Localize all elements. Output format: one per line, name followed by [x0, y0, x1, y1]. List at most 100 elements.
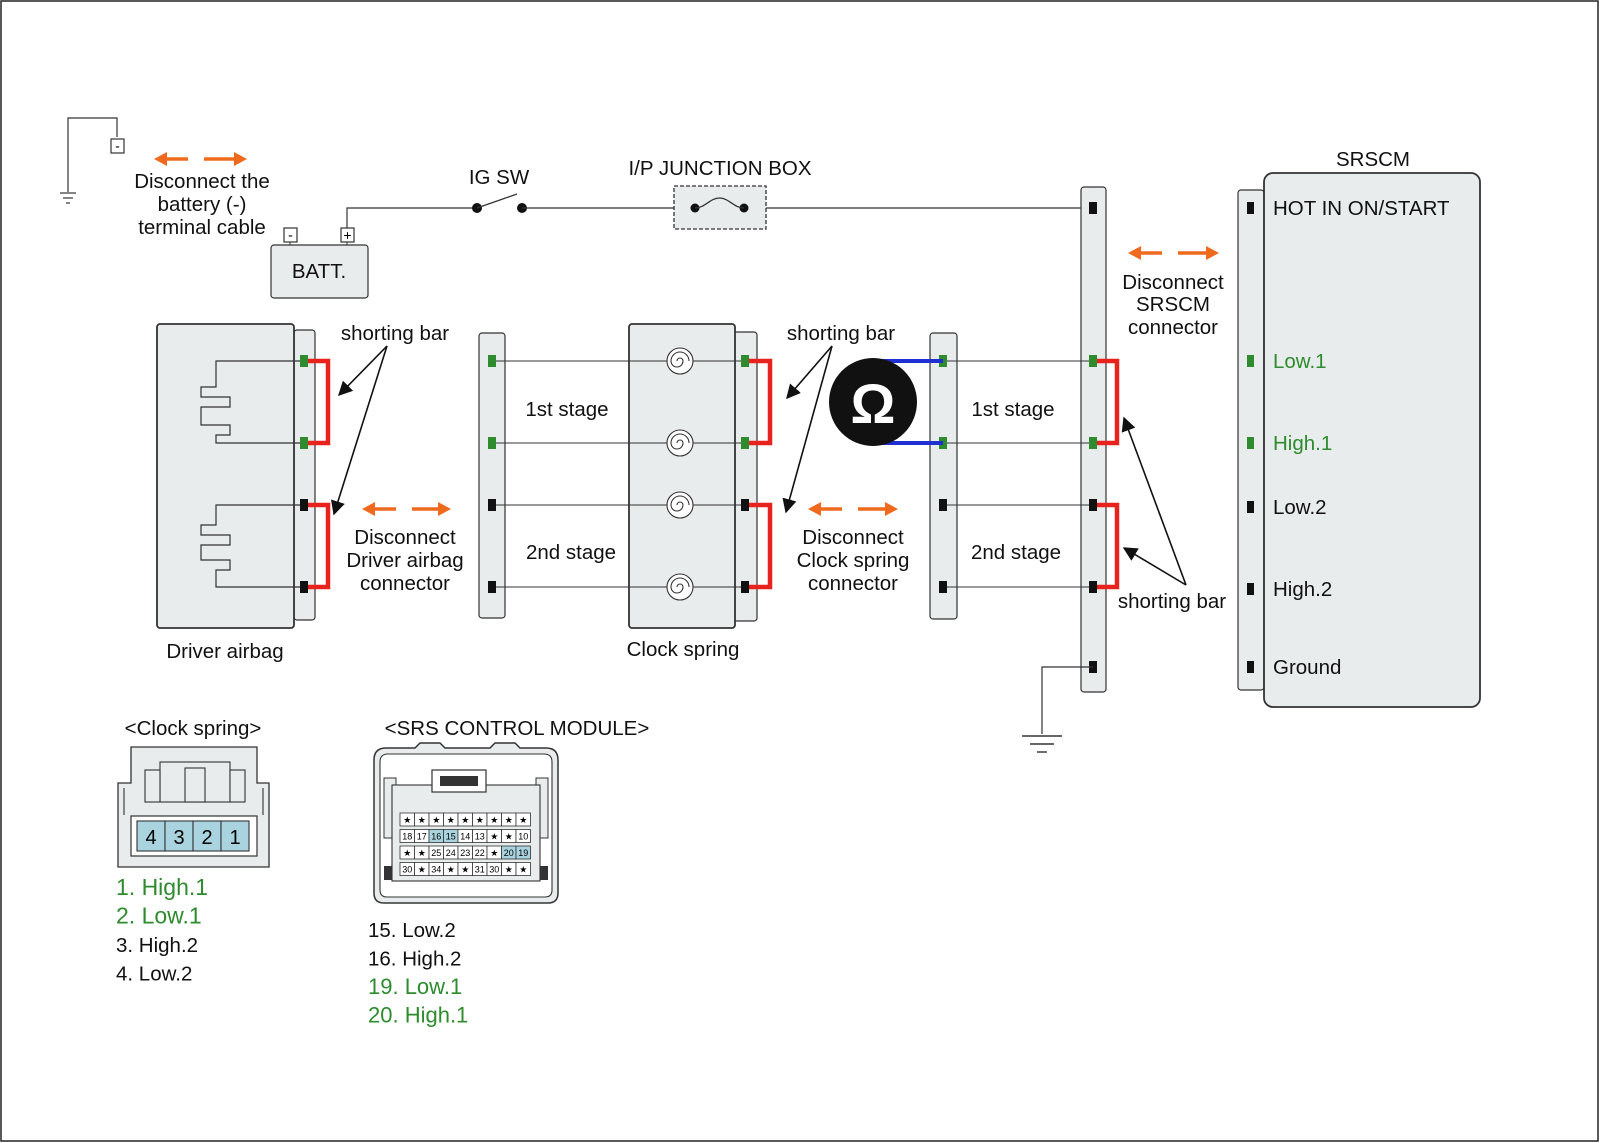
shorting-bar-arrow-1b: [331, 345, 388, 516]
srscm-title: SRSCM: [1336, 148, 1410, 171]
harness-wires: [300, 202, 1120, 673]
battery-note-line3: terminal cable: [138, 216, 266, 239]
battery: - + BATT.: [270, 227, 369, 299]
stage1-label-right: 1st stage: [971, 398, 1054, 421]
cs-right-pin-3: [741, 499, 749, 511]
srscm-disconnect-line2: SRSCM: [1136, 293, 1210, 316]
srs-latch-detail: [440, 776, 478, 786]
srscm-disconnect-arrows-icon: [1128, 246, 1219, 260]
stage1-label-left: 1st stage: [525, 398, 608, 421]
srs-cell-label-0-5: ★: [476, 815, 484, 825]
srscm-harness-pin-2: [1089, 355, 1097, 367]
shorting-bar-arrow-3a: [1121, 416, 1187, 586]
airbag-pin-2: [300, 437, 308, 449]
shorting-bar-airbag-2: [308, 502, 331, 590]
cs-left-pin-2: [488, 437, 496, 449]
neg-terminal-box: [110, 138, 125, 154]
srs-cell-label-3-5: 31: [475, 865, 485, 875]
battery-neg-terminal: -: [288, 227, 293, 243]
clock-connector-cell-label-3: 3: [173, 827, 184, 849]
shorting-bar-label-2: shorting bar: [787, 322, 895, 345]
srscm-pin-3: [1247, 437, 1254, 449]
srs-cell-label-1-5: 13: [475, 832, 485, 842]
srs-cell-label-0-6: ★: [490, 815, 498, 825]
srs-cell-label-2-2: 25: [431, 848, 441, 858]
ig-sw-label: IG SW: [469, 166, 530, 189]
srscm-harness-pin-5: [1089, 581, 1097, 593]
battery-label: BATT.: [292, 260, 346, 283]
srscm-pin-list: HOT IN ON/STARTLow.1High.1Low.2High.2Gro…: [1247, 197, 1450, 679]
srs-cell-label-0-4: ★: [461, 815, 469, 825]
srscm-pin-2: [1247, 355, 1254, 367]
clock-disconnect-arrows-icon: [808, 502, 898, 516]
srs-cell-label-3-4: ★: [461, 865, 469, 875]
srscm-pin-label-5: High.2: [1273, 578, 1332, 601]
srs-cell-label-1-3: 15: [446, 832, 456, 842]
srs-cell-label-3-0: 30: [402, 865, 412, 875]
srs-cell-label-2-3: 24: [446, 848, 456, 858]
ohmmeter: Ω: [829, 358, 943, 446]
ground-symbol-icon-2: [1022, 735, 1062, 753]
srs-cell-0-8: [515, 812, 531, 827]
clock-pin-desc-3: 3. High.2: [116, 934, 198, 957]
shorting-bar-arrow-2b: [782, 345, 833, 514]
shorting-bar-airbag-1: [308, 358, 331, 446]
cs-left-pin-1: [488, 355, 496, 367]
srscm-pin-4: [1247, 501, 1254, 513]
shorting-bar-arrow-2a: [786, 345, 833, 400]
clock-disconnect-line1: Disconnect: [802, 526, 904, 549]
srs-cell-label-1-8: 10: [518, 832, 528, 842]
srs-cell-label-0-3: ★: [447, 815, 455, 825]
srscm-harness-pin-4: [1089, 499, 1097, 511]
srs-cell-label-3-7: ★: [505, 865, 513, 875]
clock-connector-cell-label-1: 1: [229, 827, 240, 849]
srs-cell-label-3-2: 34: [431, 865, 441, 875]
shorting-bar-srscm-1: [1097, 358, 1120, 446]
clock-connector-cell-1: [220, 820, 250, 852]
srs-cell-label-2-6: ★: [490, 848, 498, 858]
clock-pin-desc-4: 4. Low.2: [116, 963, 192, 986]
clock-spring-label: Clock spring: [627, 638, 740, 661]
clock-pin-desc-1: 1. High.1: [116, 874, 208, 900]
battery-pos-terminal: +: [343, 227, 351, 243]
shorting-bar-label-1: shorting bar: [341, 322, 449, 345]
srscm-pin-5: [1247, 583, 1254, 595]
srs-cell-label-0-2: ★: [432, 815, 440, 825]
battery-note-line2: battery (-): [158, 193, 247, 216]
clock-connector-cell-4: [136, 820, 166, 852]
shorting-bar-arrow-3b: [1122, 547, 1187, 586]
clock-connector-cell-3: [164, 820, 194, 852]
srs-cell-label-1-4: 14: [460, 832, 470, 842]
clock-connector-cell-label-4: 4: [145, 827, 156, 849]
clock-spring-connector-strip: [733, 331, 758, 622]
clock-spring-coil-icon-4: [666, 573, 694, 601]
airbag-body: [156, 323, 295, 629]
clock-spring-coil-icon-2: [666, 429, 694, 457]
srs-cell-label-1-2: 16: [431, 832, 441, 842]
srs-pin-desc-1: 15. Low.2: [368, 919, 456, 942]
clock-spring-connector-title: <Clock spring>: [125, 717, 262, 740]
srscm-pin-label-1: HOT IN ON/START: [1273, 197, 1450, 220]
srs-cell-1-8: [515, 829, 531, 843]
srscm-module: SRSCM HOT IN ON/STARTLow.1High.1Low.2Hig…: [1237, 148, 1481, 708]
srs-cell-label-1-7: ★: [505, 832, 513, 842]
airbag-squib-2-icon: [200, 504, 305, 588]
srscm-body: [1263, 172, 1481, 708]
clock-connector-cell-label-2: 2: [201, 827, 212, 849]
junction-box: I/P JUNCTION BOX: [628, 157, 812, 230]
airbag-pin-3: [300, 499, 308, 511]
srscm-pin-label-6: Ground: [1273, 656, 1341, 679]
srs-cell-label-2-8: 19: [518, 848, 528, 858]
srscm-left-pin-3: [939, 499, 947, 511]
srscm-pin-6: [1247, 661, 1254, 673]
srscm-pin-label-3: High.1: [1273, 432, 1332, 455]
srs-cell-label-2-7: 20: [504, 848, 514, 858]
srs-pin-desc-2: 16. High.2: [368, 948, 461, 971]
clock-disconnect-line2: Clock spring: [797, 549, 910, 572]
battery-ground-section: -: [60, 117, 125, 204]
srscm-pin-label-4: Low.2: [1273, 496, 1327, 519]
shorting-bar-label-3: shorting bar: [1118, 590, 1226, 613]
